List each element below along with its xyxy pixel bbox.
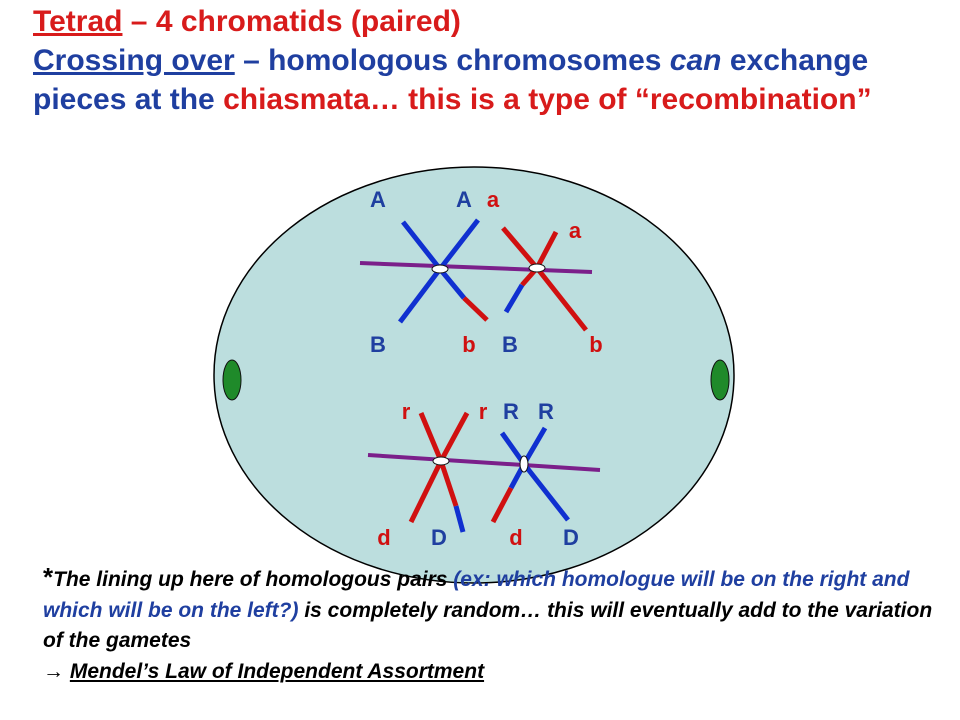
chromatid-bottom-right-lower-b	[522, 462, 570, 522]
centromere-bottom-left	[432, 456, 450, 466]
mendel-law: Mendel’s Law of Independent Assortment	[69, 659, 485, 683]
allele-label-top-A2: A	[456, 187, 472, 212]
footnote-example: (ex: which homologue will be on the righ…	[43, 568, 910, 622]
tetrad-definition: – 4 chromatids (paired)	[122, 5, 461, 38]
allele-label-bottom-D2: D	[563, 525, 579, 550]
allele-label-bottom-R1: R	[503, 399, 519, 424]
chiasmata-text: chiasmata… this is a type of “recombinat…	[223, 83, 872, 116]
allele-label-bottom-D1: D	[431, 525, 447, 550]
allele-label-bottom-R2: R	[538, 399, 554, 424]
arrow-icon: →	[43, 659, 70, 683]
tetrad-line: Tetrad – 4 chromatids (paired)	[33, 2, 933, 41]
allele-label-bottom-r2: r	[479, 399, 488, 424]
allele-label-top-a1: a	[487, 187, 500, 212]
allele-label-top-a2: a	[569, 218, 582, 243]
footnote-part1: The lining up here of homologous pairs	[53, 568, 454, 591]
cell	[213, 166, 735, 584]
allele-label-top-B1: B	[370, 332, 386, 357]
chromatid-top-right-upper-a	[501, 226, 539, 270]
centriole-left	[222, 359, 242, 401]
chromatid-bottom-left-upper-a	[418, 412, 444, 462]
centromere-bottom-right	[519, 455, 529, 473]
allele-label-top-b1: b	[462, 332, 475, 357]
allele-label-bottom-r1: r	[402, 399, 411, 424]
crossing-def-can: can	[669, 44, 722, 77]
chromatid-top-right-lower-b	[535, 266, 588, 332]
title-block: Tetrad – 4 chromatids (paired) Crossing …	[33, 2, 933, 119]
chromatid-bottom-right-upper-b	[521, 426, 548, 466]
chromatid-bottom-right-upper-a	[499, 431, 527, 466]
crossover-segment-bottom-right	[490, 486, 514, 524]
crossing-def-2: exchange pieces at the	[33, 44, 869, 116]
allele-label-top-B2: B	[502, 332, 518, 357]
chromatid-bottom-left-lower-b	[438, 460, 459, 507]
chromatid-bottom-left-lower-a	[408, 459, 444, 524]
crossover-segment-top-right	[503, 283, 525, 314]
tetrad-term: Tetrad	[33, 5, 123, 38]
chromatid-bottom-left-upper-b	[438, 411, 470, 463]
chromatid-top-left-upper-a	[401, 220, 442, 271]
allele-label-top-A1: A	[370, 187, 386, 212]
footnote-part3: is completely random… this will eventual…	[43, 598, 933, 653]
centromere-top-right	[528, 263, 546, 273]
allele-label-bottom-d2: d	[509, 525, 522, 550]
crossing-over-text: Crossing over – homologous chromosomes c…	[33, 41, 933, 119]
allele-label-bottom-d1: d	[377, 525, 390, 550]
footnote: *The lining up here of homologous pairs …	[43, 562, 948, 687]
crossover-segment-top-left	[462, 296, 489, 322]
crossover-segment-bottom-left	[453, 505, 466, 533]
crossing-over-term: Crossing over	[33, 44, 235, 77]
chromatid-top-left-upper-b	[438, 218, 480, 271]
spindle-fiber-top	[359, 261, 593, 274]
centriole-right	[710, 359, 730, 401]
allele-label-top-b2: b	[589, 332, 602, 357]
chromatid-top-right-upper-b	[534, 230, 559, 270]
chromatid-top-left-lower-a	[398, 267, 442, 324]
centromere-top-left	[431, 264, 449, 274]
chromatid-top-left-lower-b	[438, 267, 466, 300]
footnote-star: *	[43, 562, 54, 592]
crossing-def-1: – homologous chromosomes	[234, 44, 670, 77]
spindle-fiber-bottom	[367, 453, 601, 472]
